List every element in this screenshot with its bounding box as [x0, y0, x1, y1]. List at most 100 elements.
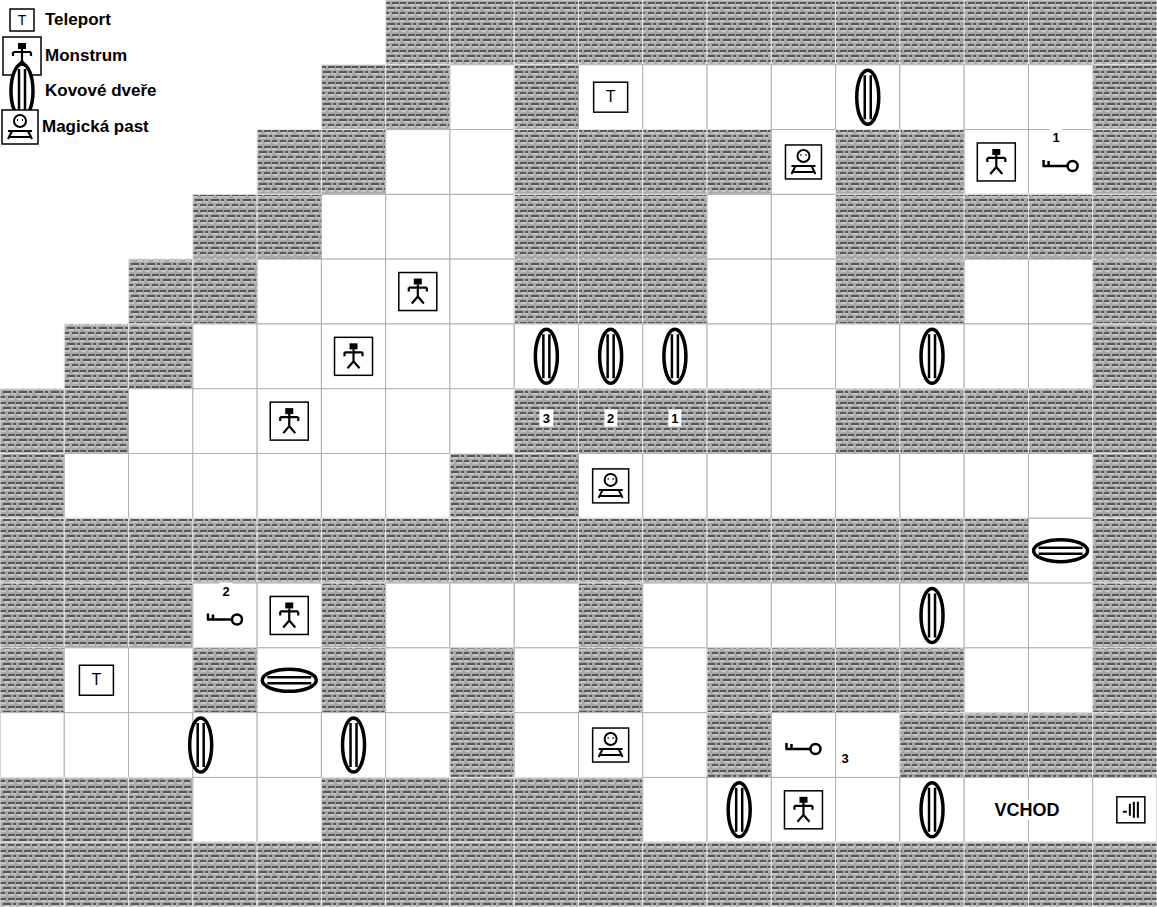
door-vertical — [343, 718, 365, 772]
teleport-icon — [10, 9, 34, 31]
door-vertical — [921, 783, 943, 837]
legend-text: Magická past — [42, 118, 149, 135]
stone-cell — [193, 648, 257, 713]
floor-cell — [900, 454, 964, 519]
floor-cell — [64, 454, 128, 519]
stone-cell — [964, 518, 1028, 583]
floor-cell — [836, 713, 900, 778]
floor-cell — [707, 65, 771, 130]
stone-cell — [64, 324, 128, 389]
door-vertical — [600, 329, 622, 383]
floor-cell — [257, 713, 321, 778]
key-icon — [785, 743, 820, 754]
stone-cell — [836, 259, 900, 324]
stone-cell — [64, 389, 128, 454]
stone-cell — [579, 130, 643, 195]
floor-cell — [707, 324, 771, 389]
stone-cell — [450, 713, 514, 778]
stone-cell — [1028, 842, 1092, 907]
door-vertical — [728, 783, 750, 837]
floor-cell — [386, 389, 450, 454]
stone-cell — [514, 194, 578, 259]
stone-cell — [900, 842, 964, 907]
stone-cell — [964, 389, 1028, 454]
floor-cell — [900, 324, 964, 389]
stone-cell — [579, 842, 643, 907]
floor-cell — [1028, 518, 1092, 583]
door-horizontal — [262, 669, 316, 691]
key-number: 3 — [838, 750, 851, 767]
stone-cell — [643, 259, 707, 324]
stone-cell — [257, 518, 321, 583]
stone-cell — [450, 454, 514, 519]
stone-cell — [257, 194, 321, 259]
stone-cell — [579, 648, 643, 713]
stone-cell — [1093, 0, 1157, 65]
stone-cell — [321, 583, 385, 648]
floor-cell — [707, 777, 771, 842]
floor-cell — [1028, 454, 1092, 519]
floor-cell — [771, 130, 835, 195]
stone-cell — [579, 518, 643, 583]
stone-cell — [707, 0, 771, 65]
stone-cell — [514, 259, 578, 324]
floor-cell — [193, 454, 257, 519]
stone-cell — [514, 130, 578, 195]
floor-cell — [193, 583, 257, 648]
stone-cell — [450, 0, 514, 65]
floor-cell — [707, 194, 771, 259]
floor-cell — [643, 454, 707, 519]
stone-cell — [771, 0, 835, 65]
stone-cell — [643, 389, 707, 454]
floor-cell — [514, 324, 578, 389]
stone-cell — [1093, 389, 1157, 454]
stone-cell — [579, 259, 643, 324]
stone-cell — [964, 842, 1028, 907]
floor-cell — [643, 648, 707, 713]
teleport-letter: T — [92, 672, 102, 688]
floor-cell — [771, 713, 835, 778]
floor-cell — [836, 324, 900, 389]
floor-cell — [129, 454, 193, 519]
stone-cell — [900, 648, 964, 713]
entrance-label: VCHOD — [992, 800, 1061, 820]
stone-cell — [643, 130, 707, 195]
stone-cell — [0, 842, 64, 907]
stone-cell — [836, 518, 900, 583]
floor-cell — [321, 324, 385, 389]
stone-cell — [579, 583, 643, 648]
floor-cell — [450, 583, 514, 648]
floor-cell — [707, 454, 771, 519]
key-number: 2 — [219, 583, 232, 600]
stone-cell — [964, 194, 1028, 259]
floor-cell — [386, 454, 450, 519]
floor-cell — [257, 259, 321, 324]
teleport-letter: T — [18, 13, 27, 27]
floor-cell — [964, 454, 1028, 519]
floor-cell — [1028, 324, 1092, 389]
floor-cell — [964, 648, 1028, 713]
floor-cell — [64, 648, 128, 713]
stone-cell — [0, 389, 64, 454]
stone-cell — [321, 65, 385, 130]
stone-cell — [386, 518, 450, 583]
stone-cell — [964, 0, 1028, 65]
stone-cell — [579, 0, 643, 65]
floor-cell — [707, 583, 771, 648]
floor-cell — [771, 583, 835, 648]
stone-cell — [193, 194, 257, 259]
floor-cell — [450, 324, 514, 389]
floor-cell — [1028, 583, 1092, 648]
door-number: 2 — [604, 410, 617, 427]
stone-cell — [321, 648, 385, 713]
stone-cell — [193, 518, 257, 583]
floor-cell — [900, 777, 964, 842]
door-vertical — [857, 70, 879, 124]
floor-cell — [836, 65, 900, 130]
stone-cell — [129, 842, 193, 907]
stone-cell — [1028, 0, 1092, 65]
stone-cell — [386, 842, 450, 907]
stone-cell — [257, 842, 321, 907]
monster-icon — [270, 402, 308, 440]
